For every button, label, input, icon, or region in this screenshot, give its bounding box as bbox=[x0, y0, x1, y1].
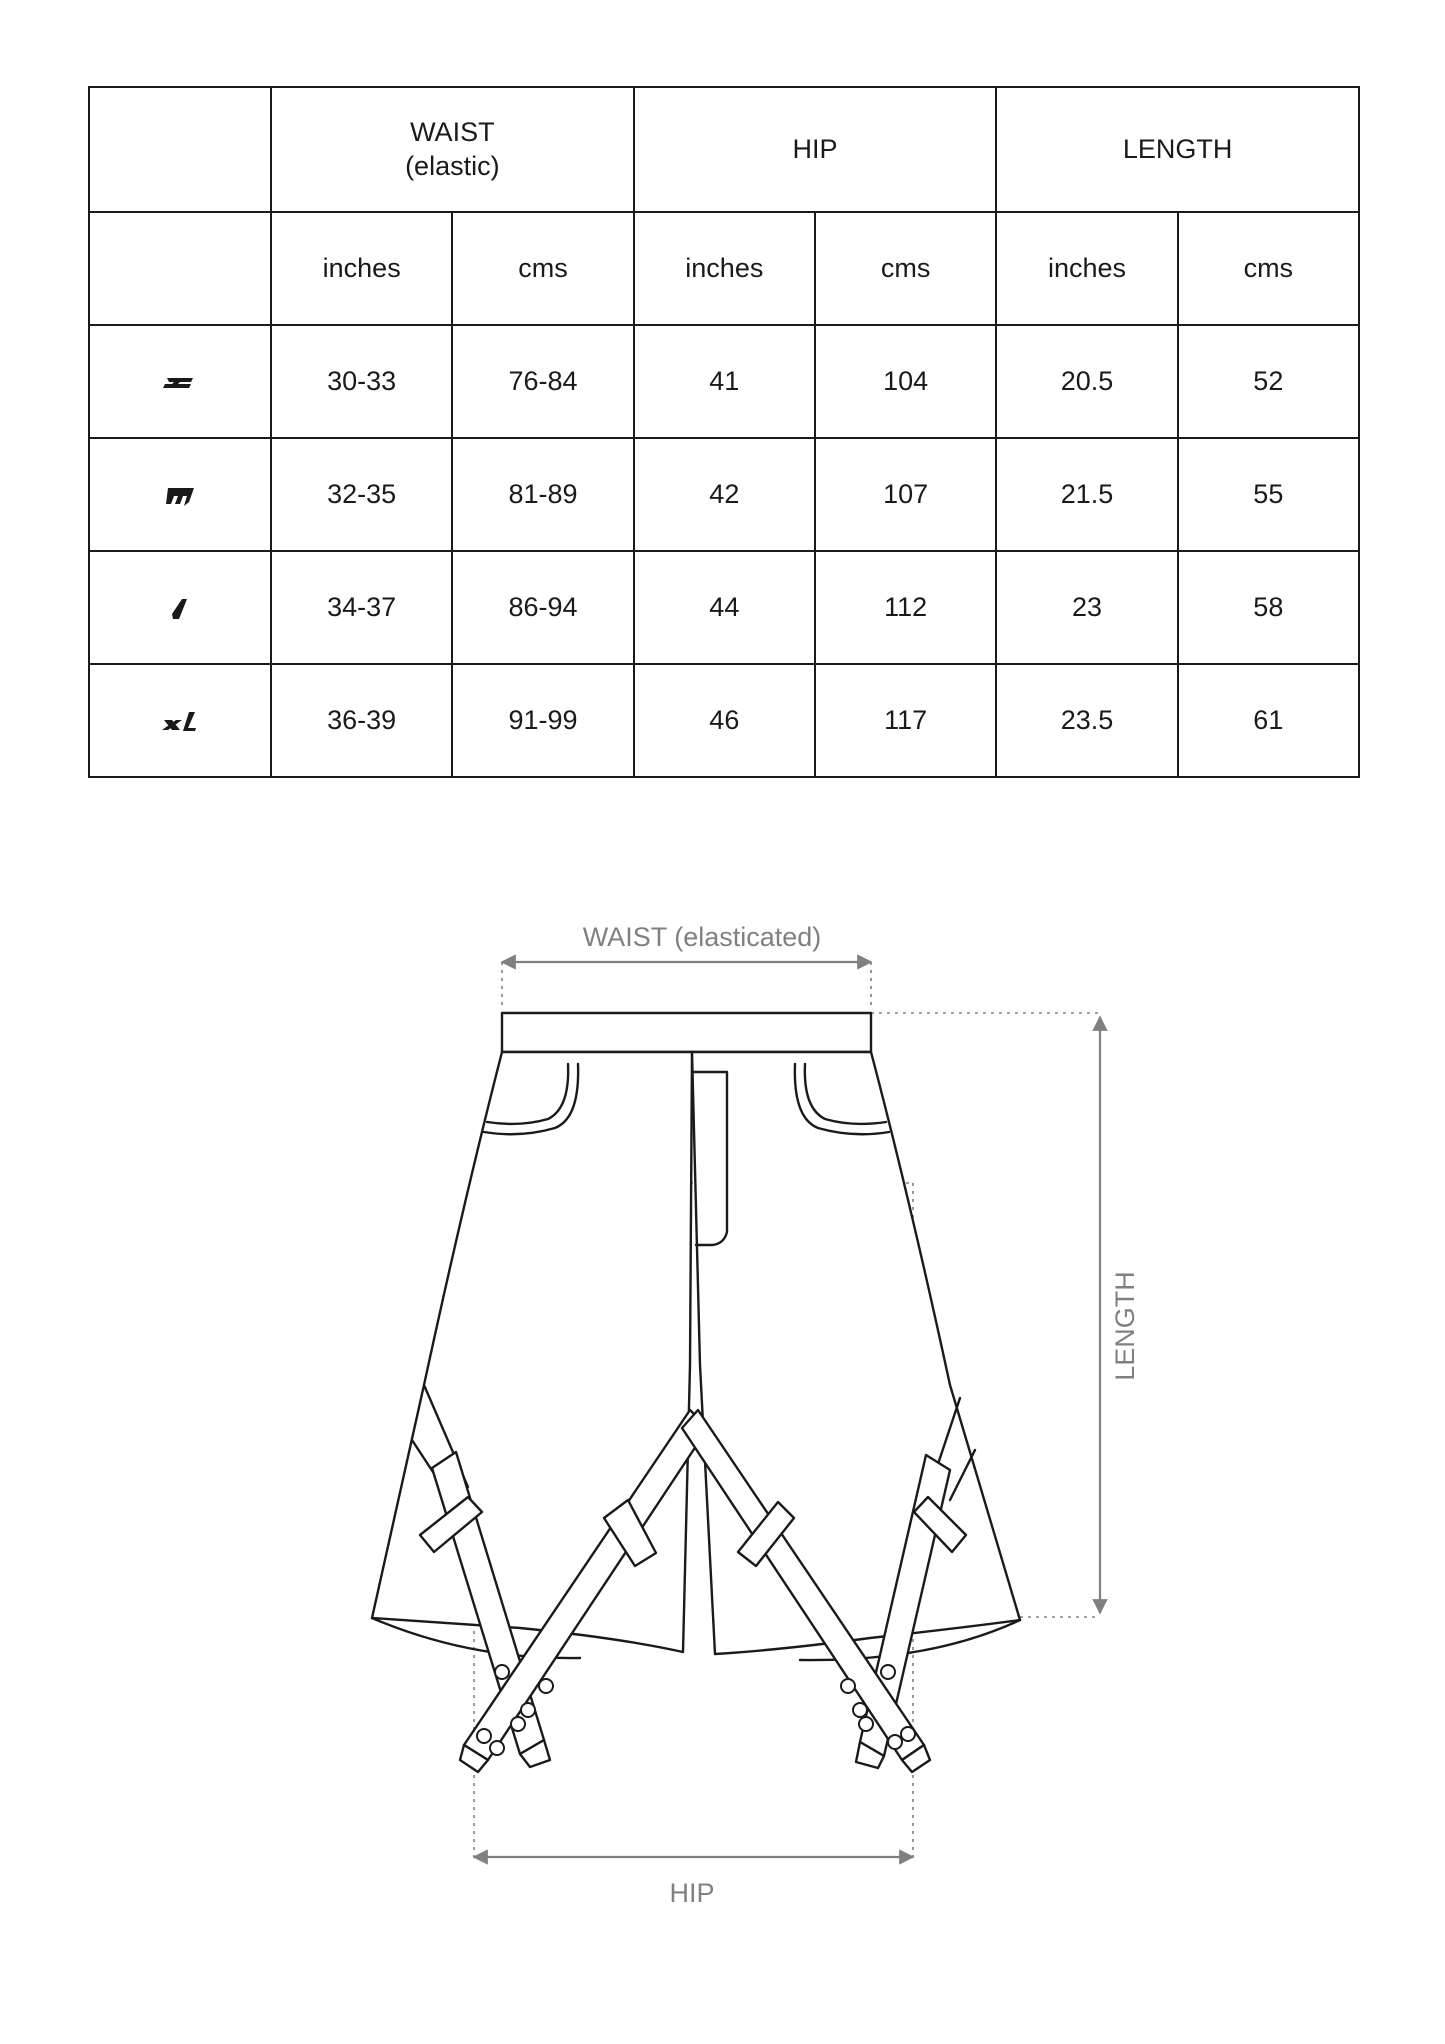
table-cell: 76-84 bbox=[451, 324, 635, 439]
table-cell: 91-99 bbox=[451, 663, 635, 778]
right-outer-strap-tip bbox=[854, 1740, 886, 1770]
left-pocket bbox=[482, 1062, 580, 1136]
size-m-cell bbox=[88, 437, 272, 552]
header-waist-label: WAIST bbox=[410, 116, 495, 147]
length-dimension: LENGTH bbox=[1092, 1015, 1140, 1615]
right-inner-strap-tip bbox=[900, 1743, 932, 1774]
unit-cell: inches bbox=[632, 211, 816, 326]
size-xl-cell bbox=[88, 663, 272, 778]
table-cell: 30-33 bbox=[269, 324, 454, 439]
right-hem bbox=[798, 1618, 1022, 1662]
table-row-m: 32-35 81-89 42 107 21.5 55 bbox=[88, 437, 1361, 552]
hip-dimension: HIP bbox=[472, 1849, 915, 1908]
left-inner-strap-tip bbox=[458, 1743, 490, 1774]
table-cell: 112 bbox=[813, 550, 998, 665]
table-row-xl: 36-39 91-99 46 117 23.5 61 bbox=[88, 663, 1361, 778]
right-inner-loop bbox=[736, 1500, 796, 1568]
right-leg bbox=[690, 1050, 1022, 1656]
right-pocket-trim bbox=[803, 1062, 888, 1126]
strap-eyelets bbox=[476, 1664, 916, 1756]
waistband bbox=[500, 1011, 873, 1054]
waist-dimension-label: WAIST (elasticated) bbox=[583, 922, 822, 952]
left-outer-strap-tip bbox=[518, 1738, 552, 1769]
left-leg bbox=[370, 1050, 694, 1654]
size-s-cell bbox=[88, 324, 272, 439]
shorts-measurement-diagram: WAIST (elasticated) LENGTH HIP bbox=[370, 922, 1140, 1908]
header-length: LENGTH bbox=[995, 86, 1360, 213]
table-cell: 41 bbox=[632, 324, 816, 439]
size-m-logo bbox=[166, 487, 194, 506]
table-row-s: 30-33 76-84 41 104 20.5 52 bbox=[88, 324, 1361, 439]
table-cell: 107 bbox=[813, 437, 998, 552]
fly-placket bbox=[691, 1070, 729, 1247]
length-dimension-label: LENGTH bbox=[1110, 1271, 1140, 1381]
table-cell: 61 bbox=[1176, 663, 1361, 778]
table-cell: 81-89 bbox=[451, 437, 635, 552]
table-cell: 20.5 bbox=[995, 324, 1179, 439]
size-xl-logo bbox=[162, 711, 196, 731]
table-header-units: inches cms inches cms inches cms bbox=[88, 211, 1361, 326]
right-outer-loop bbox=[912, 1495, 968, 1554]
table-header-groups: WAIST (elastic) HIP LENGTH bbox=[88, 86, 1360, 213]
unit-cell: cms bbox=[451, 211, 635, 326]
size-l-logo bbox=[172, 598, 187, 619]
right-pocket bbox=[793, 1062, 891, 1136]
header-length-label: LENGTH bbox=[1122, 133, 1233, 164]
size-l-cell bbox=[88, 550, 272, 665]
table-cell: 34-37 bbox=[269, 550, 454, 665]
left-outer-loop bbox=[418, 1495, 484, 1554]
table-cell: 46 bbox=[632, 663, 816, 778]
size-chart-table: WAIST (elastic) HIP LENGTH inches cms in… bbox=[88, 86, 1361, 778]
unit-cell: cms bbox=[813, 211, 998, 326]
table-cell: 21.5 bbox=[995, 437, 1179, 552]
header-hip: HIP bbox=[632, 86, 998, 213]
table-cell: 23.5 bbox=[995, 663, 1179, 778]
table-cell: 23 bbox=[995, 550, 1179, 665]
header-waist-sublabel: (elastic) bbox=[405, 150, 500, 181]
table-cell: 44 bbox=[632, 550, 816, 665]
unit-cell: inches bbox=[995, 211, 1179, 326]
header-waist: WAIST (elastic) bbox=[270, 86, 635, 213]
hip-dimension-label: HIP bbox=[669, 1878, 714, 1908]
table-cell: 55 bbox=[1176, 437, 1361, 552]
unit-cell: cms bbox=[1176, 211, 1361, 326]
table-cell: 36-39 bbox=[269, 663, 454, 778]
size-s-logo bbox=[163, 377, 193, 388]
waist-dimension: WAIST (elasticated) bbox=[500, 922, 873, 970]
unit-cell: inches bbox=[269, 211, 454, 326]
table-row-l: 34-37 86-94 44 112 23 58 bbox=[88, 550, 1361, 665]
table-cell: 32-35 bbox=[269, 437, 454, 552]
header-corner-cell bbox=[88, 86, 272, 213]
table-cell: 52 bbox=[1176, 324, 1361, 439]
units-corner-cell bbox=[88, 211, 272, 326]
table-cell: 86-94 bbox=[451, 550, 635, 665]
header-hip-label: HIP bbox=[792, 133, 838, 164]
shorts-illustration bbox=[370, 1011, 1022, 1774]
table-cell: 58 bbox=[1176, 550, 1361, 665]
table-cell: 117 bbox=[813, 663, 998, 778]
left-inner-loop bbox=[602, 1498, 658, 1568]
left-pocket-trim bbox=[485, 1062, 570, 1126]
table-cell: 42 bbox=[632, 437, 816, 552]
table-cell: 104 bbox=[813, 324, 998, 439]
